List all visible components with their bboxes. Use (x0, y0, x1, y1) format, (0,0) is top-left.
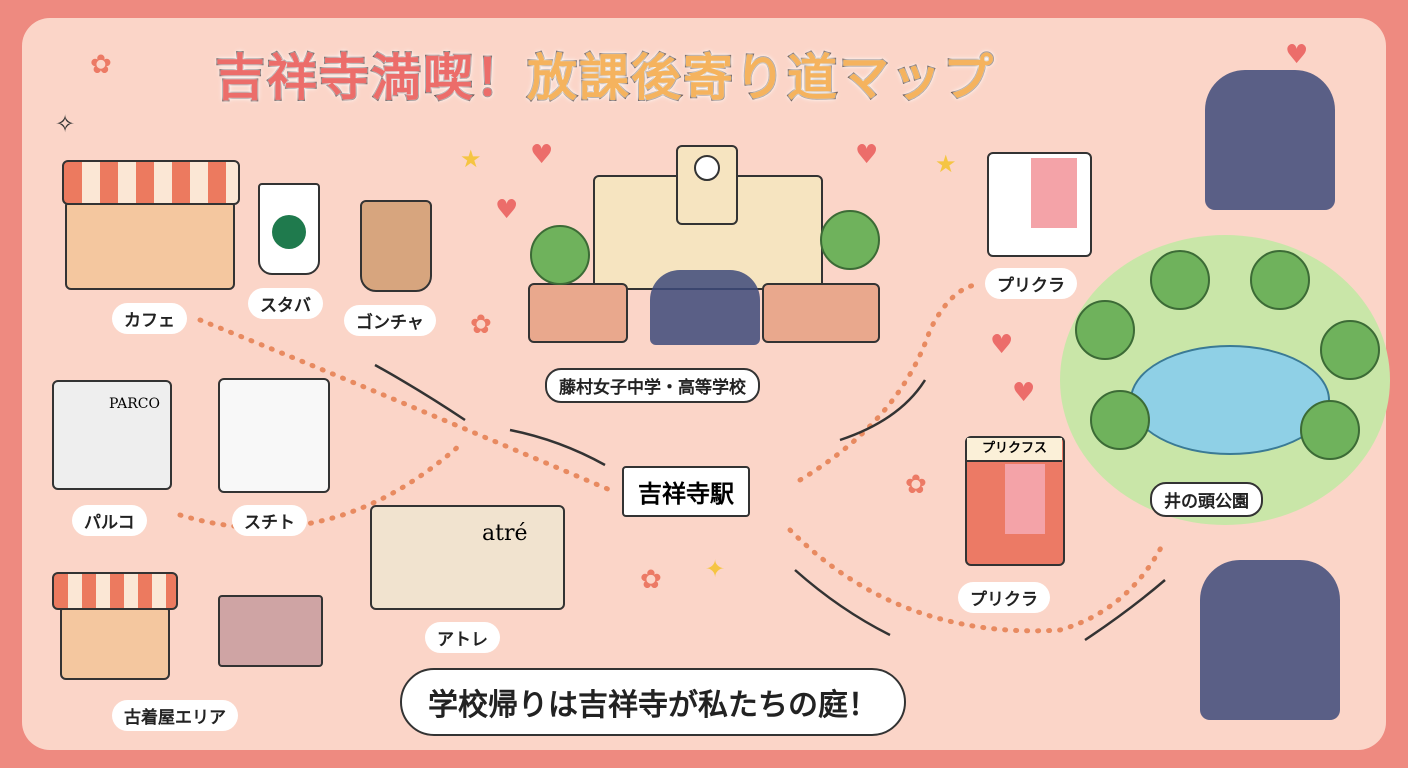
label-gongcha[interactable]: ゴンチャ (344, 305, 436, 336)
flower-icon: ✿ (470, 310, 492, 340)
heart-icon: ♥ (530, 140, 554, 170)
starbucks-cup (258, 183, 320, 275)
tree-icon (530, 225, 590, 285)
speech-bubble: 学校帰りは吉祥寺が私たちの庭！ (400, 668, 906, 736)
tree-icon (1075, 300, 1135, 360)
students-illustration (1205, 70, 1335, 210)
label-cafe[interactable]: カフェ (112, 303, 187, 334)
label-station[interactable]: 吉祥寺駅 (622, 466, 750, 517)
flower-icon: ✿ (640, 565, 662, 595)
clothes-rack (218, 595, 323, 667)
star-icon: ★ (935, 150, 957, 178)
star-icon: ★ (460, 145, 482, 173)
heart-icon: ♥ (1285, 40, 1309, 70)
arrow (509, 428, 606, 467)
label-furugi[interactable]: 古着屋エリア (112, 700, 238, 731)
tree-icon (1150, 250, 1210, 310)
heart-icon: ♥ (990, 330, 1014, 360)
arrow (839, 379, 927, 442)
students-illustration (1200, 560, 1340, 720)
tree-icon (820, 210, 880, 270)
bubble-tea-cup (360, 200, 432, 292)
label-stito[interactable]: スチト (232, 505, 307, 536)
arrow (794, 569, 891, 637)
label-school[interactable]: 藤村女子中学・高等学校 (545, 368, 760, 403)
heart-icon: ♥ (495, 195, 519, 225)
park-pond (1130, 345, 1330, 455)
atre-building: atré (370, 505, 565, 610)
label-starbucks[interactable]: スタバ (248, 288, 323, 319)
furugi-shop (60, 605, 170, 680)
parco-building: PARCO (52, 380, 172, 490)
school-gate-wall-left (528, 283, 628, 343)
school-gate-wall-right (762, 283, 880, 343)
tree-icon (1300, 400, 1360, 460)
purikura-machine-top (987, 152, 1092, 257)
label-purikura-top[interactable]: プリクラ (985, 268, 1077, 299)
sparkle-icon: ✦ (705, 555, 726, 583)
tree-icon (1250, 250, 1310, 310)
arrow (374, 363, 466, 422)
purikura-machine-bottom: プリクフス (965, 436, 1065, 566)
cafe-building (65, 200, 235, 290)
route-station-purikura (797, 282, 978, 483)
page-title: 吉祥寺満喫！放課後寄り道マップ (214, 48, 995, 108)
label-purikura-bottom[interactable]: プリクラ (958, 582, 1050, 613)
label-park[interactable]: 井の頭公園 (1150, 482, 1263, 517)
flower-icon: ✿ (905, 470, 927, 500)
tree-icon (1090, 390, 1150, 450)
furugi-awning (52, 572, 178, 610)
flower-icon: ✿ (90, 50, 112, 80)
school-clock-tower (676, 145, 738, 225)
tree-icon (1320, 320, 1380, 380)
arrow (1084, 579, 1166, 642)
label-atre[interactable]: アトレ (425, 622, 500, 653)
heart-icon: ♥ (855, 140, 879, 170)
cafe-awning (62, 160, 240, 205)
label-parco[interactable]: パルコ (72, 505, 147, 536)
heart-icon: ♥ (1012, 378, 1036, 408)
route-station-park (787, 527, 1168, 634)
students-illustration (650, 270, 760, 345)
stito-building (218, 378, 330, 493)
route-cafe-station (197, 317, 613, 493)
sparkle-icon: ✧ (55, 110, 76, 138)
